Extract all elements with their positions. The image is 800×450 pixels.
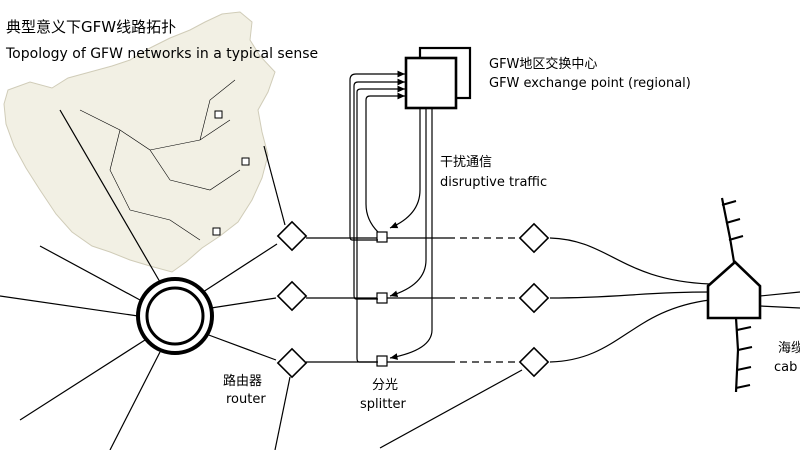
exchange-label-zh: GFW地区交换中心 [489,56,597,72]
traffic-label-zh: 干扰通信 [440,155,492,170]
cable-landing-station [706,197,762,393]
router-label-zh: 路由器 [223,373,262,389]
title-zh: 典型意义下GFW线路拓扑 [6,18,176,36]
cable-label-zh: 海缆 [778,340,800,356]
city-marker [241,157,250,166]
china-map [3,11,276,273]
central-router [136,277,214,355]
uplink-fibers [349,70,405,363]
disruptive-traffic-arrows [389,108,433,360]
title-en: Topology of GFW networks in a typical se… [5,46,318,62]
cable-label-en: cab [774,360,797,375]
router-spokes [0,109,286,450]
splitter [376,231,388,367]
exchange-point [404,46,472,110]
router-label-en: router [226,392,266,407]
router-diamond [276,220,308,379]
main-links [306,237,518,363]
city-marker [212,227,221,236]
landing-links [549,237,800,363]
city-marker [214,110,223,119]
exchange-label-en: GFW exchange point (regional) [489,76,691,91]
traffic-label-en: disruptive traffic [440,175,547,190]
edge-router-diamond [518,222,550,378]
splitter-label-en: splitter [360,397,406,412]
splitter-label-zh: 分光 [372,378,398,393]
province-boundaries [79,79,241,241]
